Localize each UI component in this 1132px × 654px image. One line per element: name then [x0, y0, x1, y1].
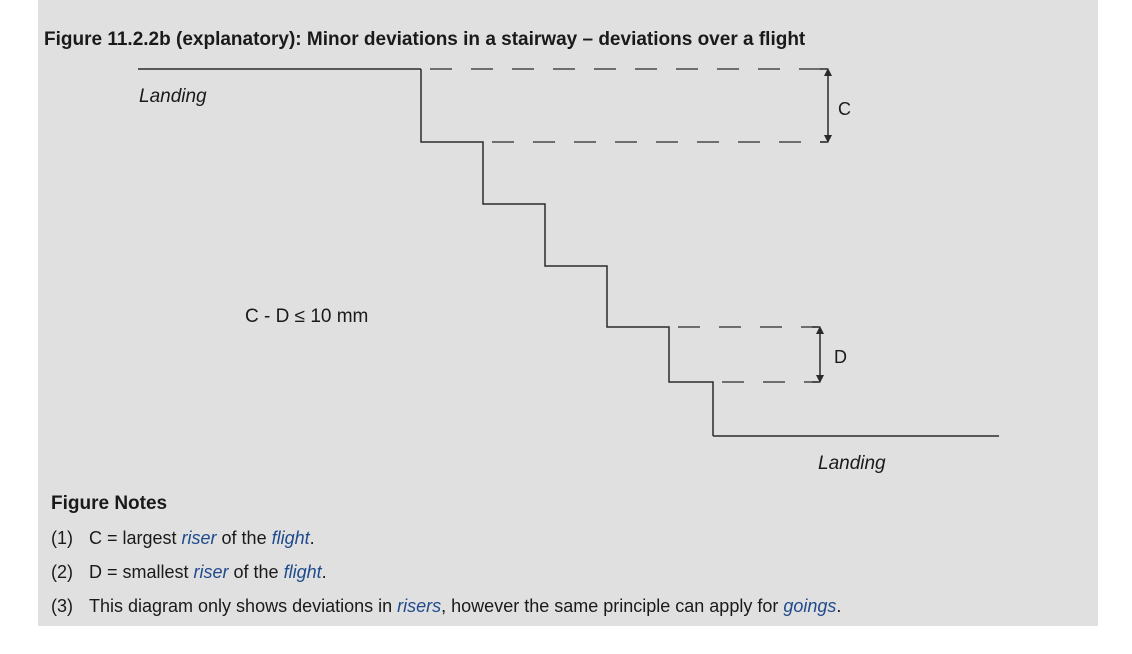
link-risers[interactable]: risers	[397, 596, 442, 616]
link-riser[interactable]: riser	[181, 528, 217, 548]
stair-profile	[420, 69, 714, 436]
note-text: D = smallest	[89, 562, 194, 582]
figure-panel	[38, 0, 1098, 626]
figure-notes-title: Figure Notes	[51, 493, 168, 514]
note-item: (1) C = largest riser of the flight.	[51, 528, 315, 549]
link-goings[interactable]: goings	[783, 596, 837, 616]
note-item: (3) This diagram only shows deviations in…	[51, 596, 841, 617]
riser-c-label: C	[838, 99, 851, 119]
note-text: .	[321, 562, 327, 582]
link-flight[interactable]: flight	[271, 528, 310, 548]
note-text: .	[836, 596, 842, 616]
note-text: .	[309, 528, 315, 548]
note-number: (1)	[51, 528, 73, 548]
riser-d-label: D	[834, 347, 847, 367]
link-flight[interactable]: flight	[283, 562, 322, 582]
figure-title: Figure 11.2.2b (explanatory): Minor devi…	[44, 29, 806, 50]
landing-bottom-label: Landing	[818, 453, 886, 474]
note-number: (2)	[51, 562, 73, 582]
note-number: (3)	[51, 596, 73, 616]
note-text: of the	[216, 528, 272, 548]
note-text: , however the same principle can apply f…	[441, 596, 784, 616]
landing-top-label: Landing	[139, 86, 207, 107]
note-text: of the	[228, 562, 284, 582]
note-text: C = largest	[89, 528, 182, 548]
note-text: This diagram only shows deviations in	[89, 596, 398, 616]
formula-label: C - D ≤ 10 mm	[245, 306, 368, 327]
link-riser[interactable]: riser	[193, 562, 229, 582]
note-item: (2) D = smallest riser of the flight.	[51, 562, 327, 583]
